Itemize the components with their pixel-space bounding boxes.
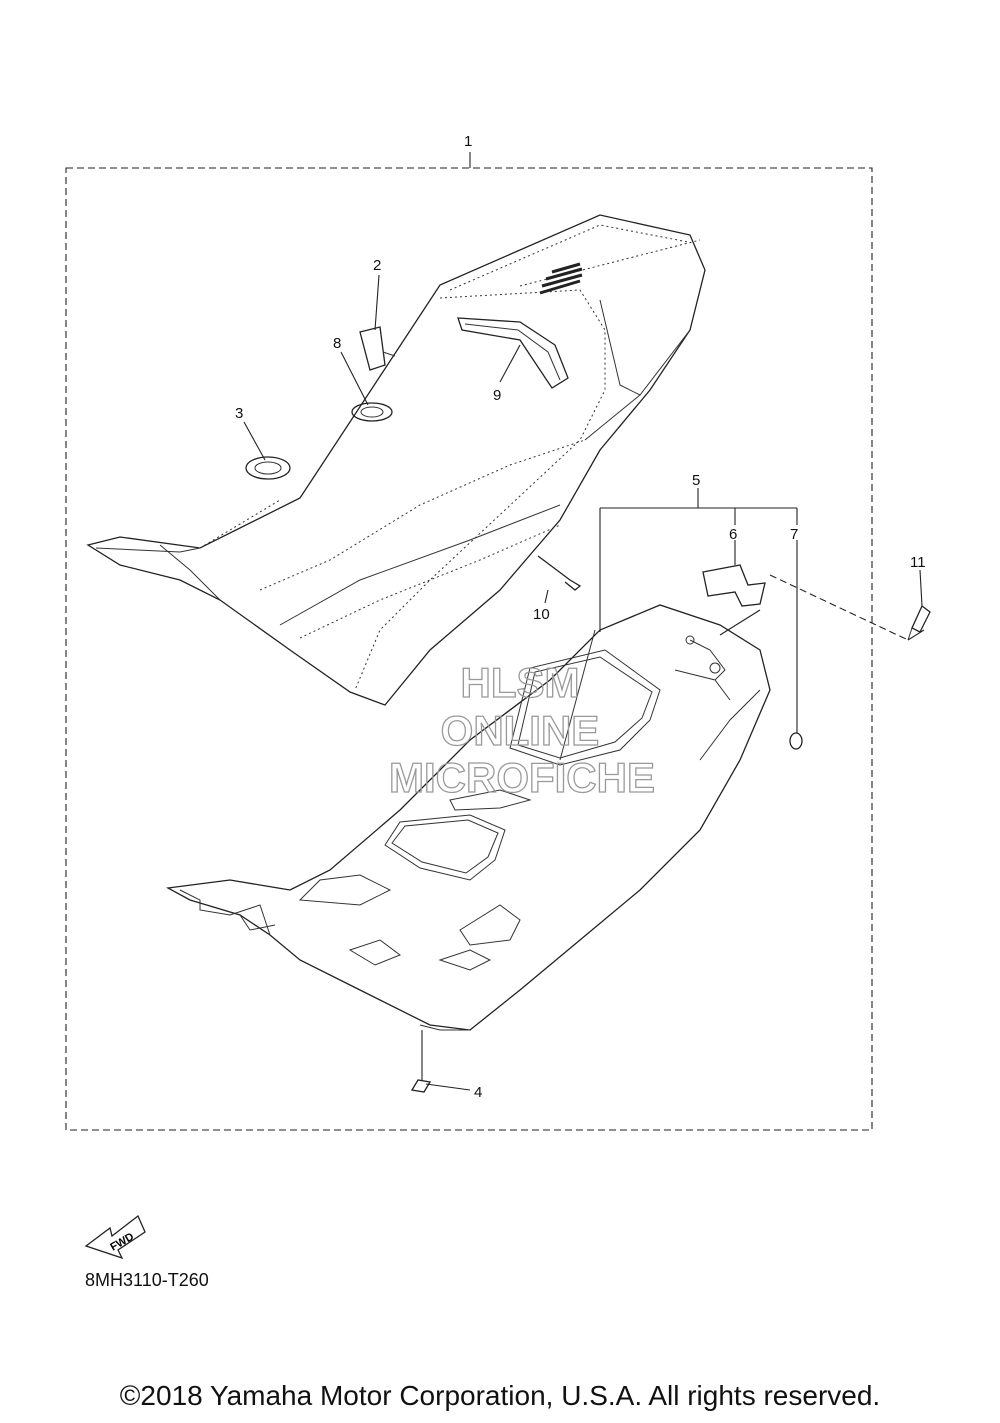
bracket-part-6 <box>702 564 766 607</box>
callout-8: 8 <box>333 335 341 352</box>
callout-3: 3 <box>235 405 243 422</box>
diagram-code: 8MH3110-T260 <box>85 1270 209 1290</box>
svg-text:HLSM: HLSM <box>461 659 580 706</box>
clip-part-4 <box>410 1079 432 1093</box>
fwd-label: FWD <box>108 1231 136 1254</box>
clip-part-10 <box>537 555 582 591</box>
cap-part-8 <box>351 402 393 422</box>
cap-part-3 <box>245 456 291 480</box>
callout-5: 5 <box>692 472 700 489</box>
watermark: HLSM ONLINE MICROFICHE <box>388 658 655 801</box>
callout-2: 2 <box>373 257 381 274</box>
callout-6: 6 <box>729 526 737 543</box>
callout-9: 9 <box>493 387 501 404</box>
callout-1: 1 <box>464 133 472 150</box>
bolt-part-11 <box>907 604 931 641</box>
svg-text:MICROFICHE: MICROFICHE <box>389 754 655 801</box>
seat-drawing <box>86 214 706 706</box>
assembly-boundary <box>65 167 873 1131</box>
seat-emblem <box>539 262 583 295</box>
svg-text:ONLINE: ONLINE <box>441 707 600 754</box>
callout-10: 10 <box>533 606 550 623</box>
callout-7: 7 <box>790 526 798 543</box>
fwd-arrow-icon: FWD <box>84 1214 146 1260</box>
tab-part-2 <box>359 326 386 371</box>
callout-11: 11 <box>910 554 926 571</box>
grab-strap <box>457 317 569 389</box>
fastener-part-7 <box>789 732 803 750</box>
callout-4: 4 <box>474 1084 482 1101</box>
copyright-text: ©2018 Yamaha Motor Corporation, U.S.A. A… <box>119 1380 881 1411</box>
seat-base-drawing <box>165 564 931 1093</box>
leader-lines <box>243 274 925 1091</box>
